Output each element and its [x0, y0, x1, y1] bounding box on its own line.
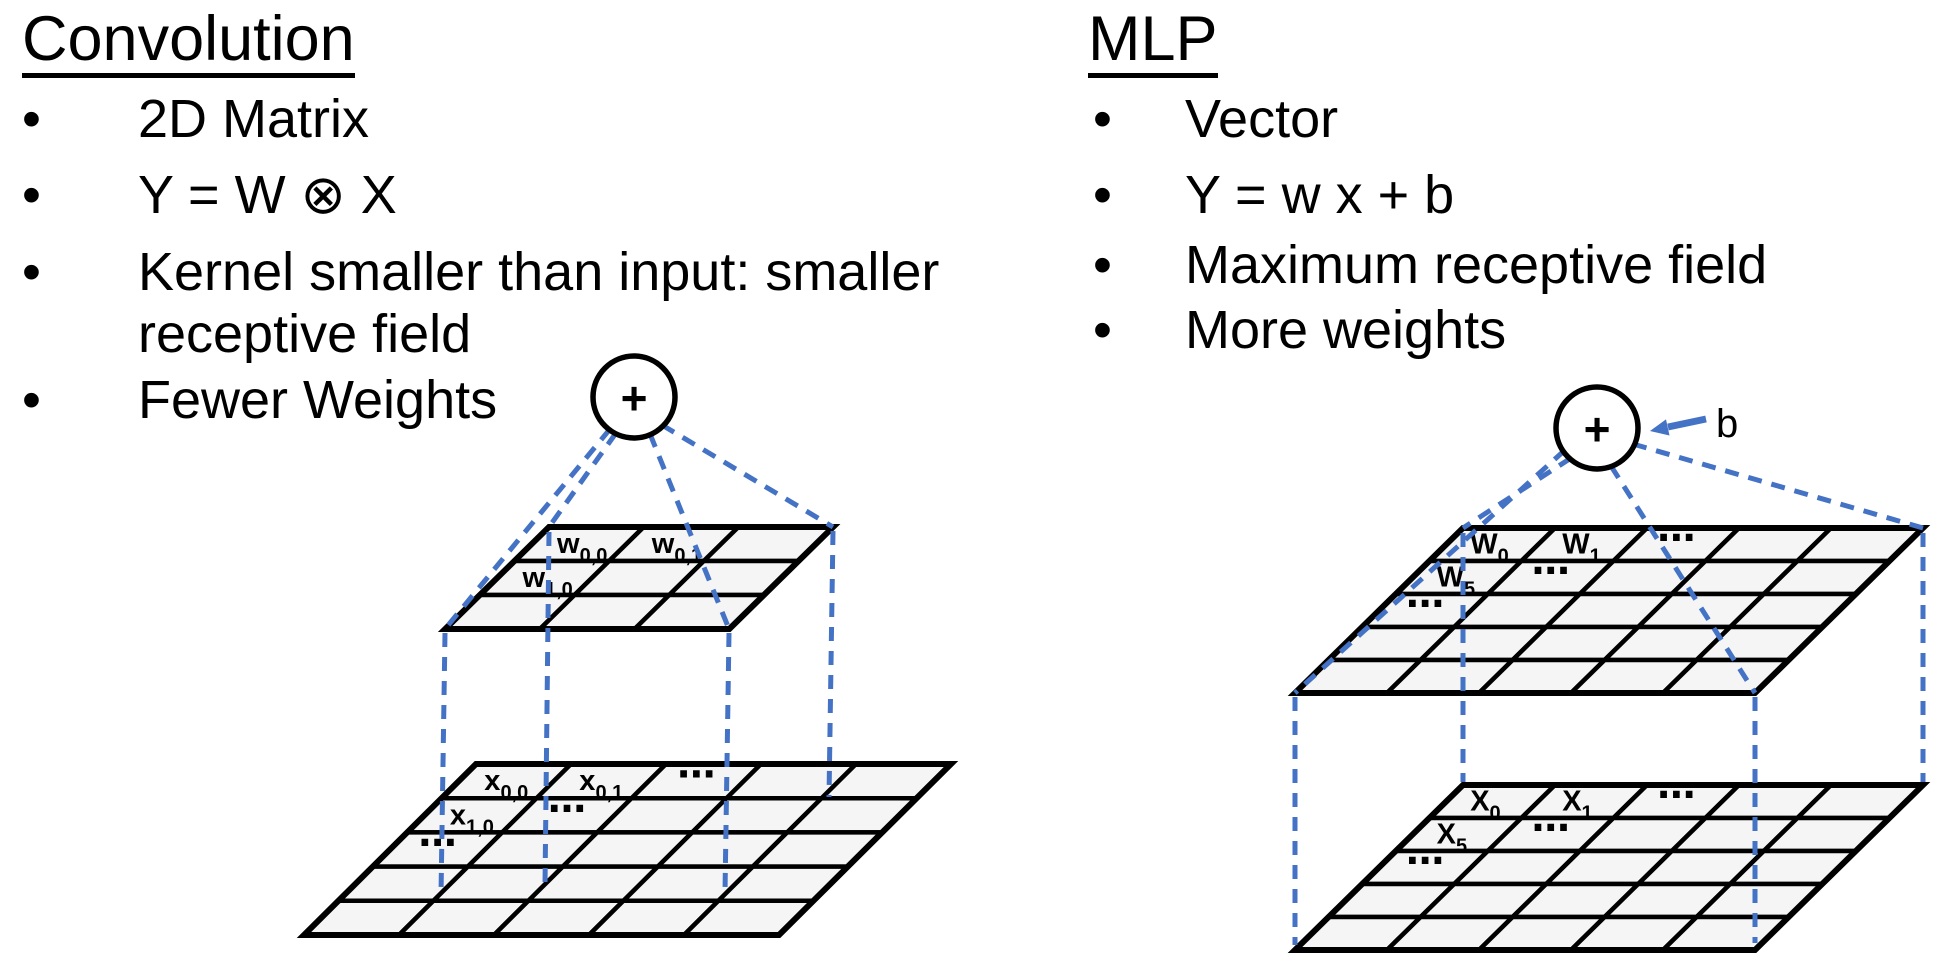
grid-cell-label-subscript: 0,0 [580, 545, 608, 567]
projection-dashed-line [438, 632, 448, 896]
sum-node-plus-label: + [1584, 403, 1611, 455]
projection-dashed-line [1293, 448, 1567, 695]
grid-cell-label-subscript: 0 [1490, 803, 1501, 825]
mlp-bullet-dot: • [1093, 165, 1112, 225]
sum-node-plus-label: + [621, 372, 648, 424]
mlp-bullet-item: Y = w x + b [1185, 164, 1454, 226]
grid-outline [296, 761, 959, 938]
projection-dashed-line [826, 530, 836, 798]
bias-arrow-shaft [1667, 415, 1707, 431]
mlp-bullet-dot: • [1093, 89, 1112, 149]
projection-dashed-line [443, 427, 612, 631]
mlp-bullet-dot: • [1093, 235, 1112, 295]
convolution-bullet-dot: • [22, 370, 41, 430]
bullet-line: Y = w x + b [1185, 165, 1455, 225]
grid-ellipsis-label: ⋯ [1657, 518, 1695, 560]
projection-dashed-line [722, 632, 732, 893]
grid-cell-label-subscript: 5 [1456, 836, 1467, 858]
projection-dashed-line [542, 531, 552, 886]
grid-cell-label-subscript: 1 [1582, 803, 1593, 825]
convolution-title: Convolution [22, 6, 355, 78]
mlp-bullet-item: Vector [1185, 88, 1338, 150]
grid-outline [1287, 782, 1931, 953]
grid-cell-label-subscript: 5 [1464, 579, 1475, 601]
bias-arrow-head [1650, 419, 1670, 436]
grid-cell-label-subscript: 1,0 [466, 816, 494, 838]
grid-ellipsis-label: ⋯ [1657, 775, 1695, 817]
bullet-line: Fewer Weights [138, 370, 498, 430]
convolution-bullet-dot: • [22, 165, 41, 225]
grid-cell-label-subscript: 0 [1498, 546, 1509, 568]
bullet-line: Vector [1185, 89, 1339, 149]
grid-ellipsis-label: ⋯ [1406, 584, 1444, 626]
mlp-bullet-item: Maximum receptive field [1185, 234, 1767, 296]
mlp-bullet-item: More weights [1185, 299, 1506, 361]
bullet-line: Kernel smaller than input: smaller [138, 242, 940, 302]
convolution-bullet-dot: • [22, 242, 41, 302]
convolution-bullet-item: Fewer Weights [138, 369, 497, 431]
grid-outline [437, 524, 841, 632]
projection-dashed-line [1608, 464, 1758, 695]
mlp-title: MLP [1088, 6, 1218, 78]
grid-ellipsis-label: ⋯ [677, 754, 715, 796]
grid-cell-label-subscript: 0,1 [595, 782, 623, 804]
projection-dashed-line [1632, 441, 1924, 531]
grid-cell-label-subscript: 0,0 [500, 782, 528, 804]
grid-ellipsis-label: ⋯ [419, 823, 457, 865]
sum-node-circle [590, 353, 678, 441]
grid-ellipsis-label: ⋯ [1406, 841, 1444, 883]
bullet-line: receptive field [138, 304, 472, 364]
bullet-line: More weights [1185, 300, 1507, 360]
projection-dashed-line [660, 422, 835, 530]
bullet-line: Maximum receptive field [1185, 235, 1768, 295]
bullet-line: Y = W ⊗ X [138, 165, 397, 225]
bullet-line: 2D Matrix [138, 89, 370, 149]
convolution-bullet-item: Y = W ⊗ X [138, 164, 397, 226]
grid-ellipsis-label: ⋯ [548, 788, 586, 830]
grid-ellipsis-label: ⋯ [1532, 551, 1570, 593]
grid-cell-label-subscript: 1 [1590, 546, 1601, 568]
projection-dashed-line [647, 433, 732, 630]
bias-arrow [1650, 415, 1707, 436]
bias-label: b [1716, 402, 1738, 446]
convolution-bullet-item: 2D Matrix [138, 88, 369, 150]
projection-dashed-line [546, 431, 619, 529]
grid-ellipsis-label: ⋯ [1532, 808, 1570, 850]
convolution-bullet-dot: • [22, 89, 41, 149]
sum-node-circle [1553, 384, 1641, 472]
mlp-bullet-dot: • [1093, 300, 1112, 360]
projection-dashed-line [1461, 455, 1573, 531]
grid-cell-label-subscript: 1,0 [545, 579, 573, 601]
